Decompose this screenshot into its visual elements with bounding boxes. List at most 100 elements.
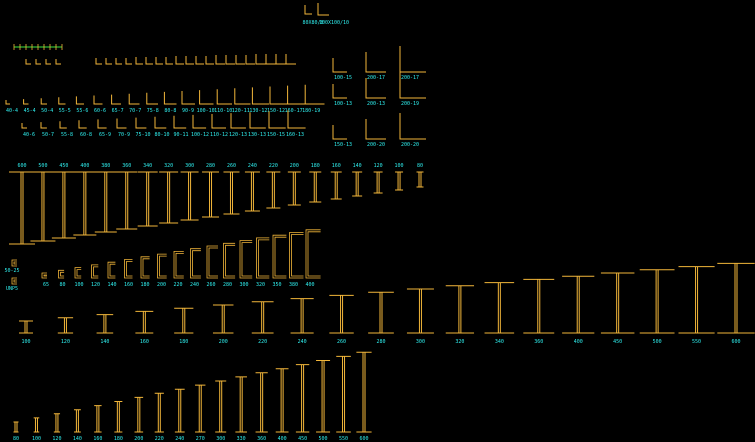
- i-beam-profile: [134, 396, 144, 433]
- profile-label: 240: [190, 282, 199, 288]
- i-beam-profile: [295, 364, 310, 433]
- profile-label: 100-15: [334, 75, 352, 81]
- profile-label: 280: [223, 282, 232, 288]
- profile-label: 75-10: [135, 132, 150, 138]
- angle-profile: [25, 59, 31, 65]
- profile-label: 180: [114, 436, 123, 442]
- i-beam-profile: [30, 171, 56, 242]
- i-beam-profile: [678, 266, 715, 334]
- channel-profile: [173, 251, 184, 279]
- profile-label: 70-7: [129, 108, 141, 114]
- small-angles-row: [25, 54, 296, 65]
- profile-label: 100-13: [334, 101, 352, 107]
- profile-label: 180: [179, 339, 188, 345]
- profile-label: 220: [173, 282, 182, 288]
- angle-profile: [332, 84, 347, 99]
- channel-profile: [11, 259, 17, 267]
- profile-label: 80-8: [164, 108, 176, 114]
- i-beam-profile: [352, 171, 363, 197]
- profile-label: 600: [17, 163, 26, 169]
- profile-label: 450: [298, 436, 307, 442]
- profile-label: 160-13: [286, 132, 304, 138]
- i-beam-profile: [154, 392, 164, 433]
- angle-profile: [192, 114, 207, 129]
- profile-label: 380: [289, 282, 298, 288]
- angle-profile: [135, 117, 147, 129]
- i-beam-profile: [51, 171, 76, 239]
- profile-label: 280: [376, 339, 385, 345]
- angle-profile: [5, 100, 10, 105]
- angle-profile: [155, 57, 163, 65]
- angle-profile: [75, 96, 84, 105]
- profile-label: 130-12: [249, 108, 267, 114]
- i-beam-profile: [600, 272, 635, 334]
- profile-label: 80: [59, 282, 65, 288]
- channel-profile: [124, 259, 133, 279]
- profile-label: 160-17: [285, 108, 303, 114]
- profile-label: 600: [359, 436, 368, 442]
- profile-label: 260: [206, 282, 215, 288]
- channel-profile: [223, 242, 236, 279]
- angle-label: 80X80/8: [302, 20, 323, 26]
- angle-profile: [365, 52, 386, 73]
- angle-profile: [165, 57, 173, 65]
- channel-profile: [11, 277, 17, 285]
- angle-profile: [115, 58, 122, 65]
- profile-label: 65-9: [99, 132, 111, 138]
- profile-label: 120-13: [229, 132, 247, 138]
- i-beam-profile: [290, 298, 314, 334]
- i-beam-profile: [33, 417, 40, 433]
- angle-profile: [21, 123, 27, 129]
- profile-label: 500: [38, 163, 47, 169]
- profile-label: 400: [278, 436, 287, 442]
- profile-label: 400: [574, 339, 583, 345]
- channel-profile: [58, 269, 65, 279]
- i-beam-profile: [223, 171, 240, 215]
- profile-label: 200: [134, 436, 143, 442]
- i-beam-profile: [255, 372, 268, 433]
- i-beam-profile: [309, 171, 322, 203]
- channel-profile: [140, 256, 150, 279]
- angle-profile: [58, 97, 66, 105]
- angle-profile: [95, 58, 102, 65]
- angle-profile: [145, 57, 153, 65]
- angle-profile: [249, 112, 266, 129]
- angle-profile: [154, 116, 167, 129]
- profile-label: 65: [43, 282, 49, 288]
- profile-label: 200-17: [367, 75, 385, 81]
- profile-label: 450: [613, 339, 622, 345]
- profile-label: 160: [140, 339, 149, 345]
- angle-profile: [245, 55, 255, 65]
- profile-label: 60-6: [94, 108, 106, 114]
- angle-profile: [111, 94, 121, 105]
- i-beam-profile: [266, 171, 281, 209]
- angle-profile: [265, 54, 276, 65]
- profile-label: 55-5: [59, 108, 71, 114]
- profile-label: 220: [269, 163, 278, 169]
- profile-label: 270: [196, 436, 205, 442]
- angle-profile: [59, 121, 67, 129]
- i-beam-profile: [114, 401, 123, 433]
- profile-label: 340: [143, 163, 152, 169]
- profile-label: 80: [417, 163, 423, 169]
- profile-label: 60-8: [80, 132, 92, 138]
- channel-profile: [107, 261, 116, 279]
- profile-label: 320: [164, 163, 173, 169]
- i-beam-profile: [137, 171, 158, 227]
- profile-label: 360: [534, 339, 543, 345]
- channel-side-label: UNP5: [6, 286, 18, 292]
- angle-profile: [185, 56, 194, 65]
- angle-profile: [23, 99, 29, 105]
- i-beam-profile: [96, 314, 114, 334]
- angle-profile: [275, 54, 286, 65]
- angle-profile: [287, 110, 306, 129]
- channel-side-label: 50-25: [4, 268, 19, 274]
- profile-label: 320: [455, 339, 464, 345]
- angle-profile: [235, 55, 245, 65]
- angle-profile: [234, 88, 251, 105]
- profile-label: 100: [32, 436, 41, 442]
